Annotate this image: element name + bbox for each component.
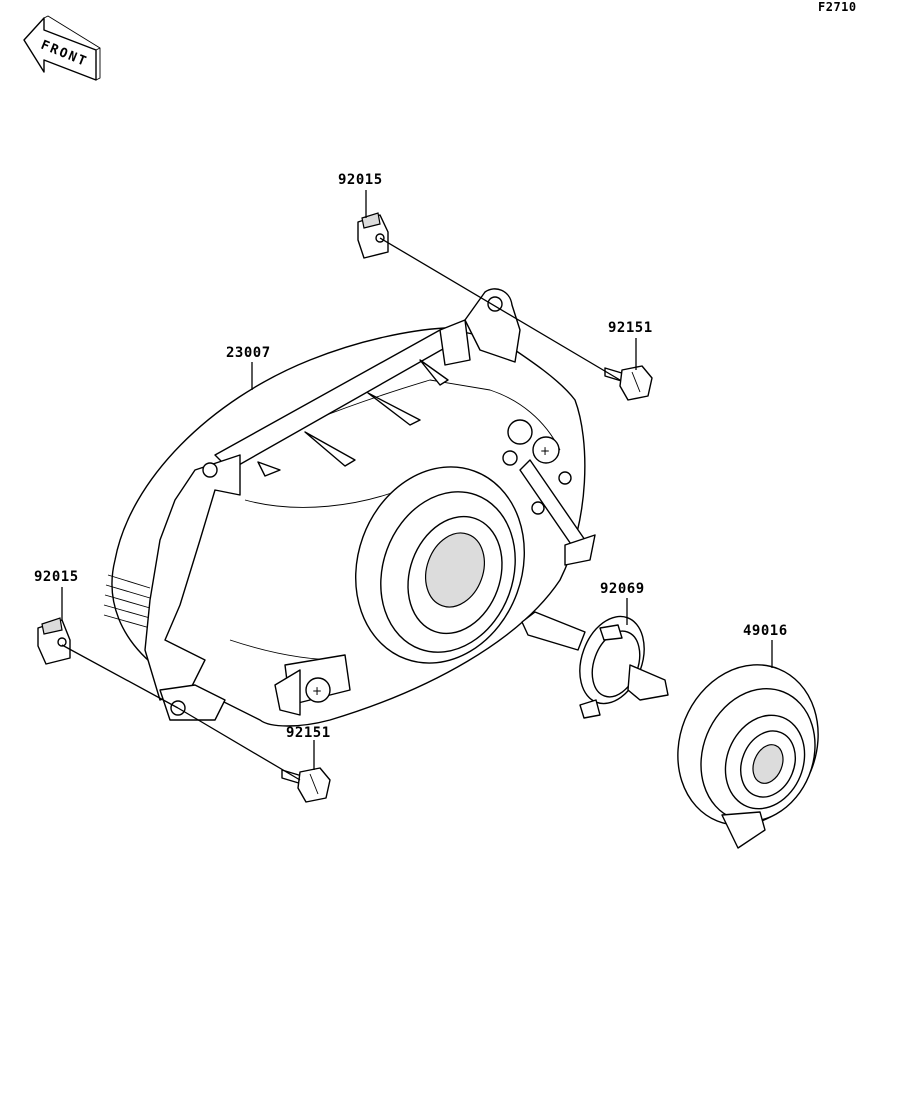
lower-adjuster: + — [274, 654, 351, 716]
callout-92015-left: 92015 — [34, 569, 79, 585]
callout-23007: 23007 — [226, 345, 271, 361]
upper-adjuster: + — [502, 419, 596, 566]
lens-vents — [103, 574, 151, 629]
svg-text:+: + — [540, 444, 550, 458]
callout-92151-bottom: 92151 — [286, 725, 331, 741]
clip-nut-top — [357, 212, 389, 259]
bolt-bottom — [281, 767, 331, 803]
leader-lines — [61, 190, 773, 781]
headlight-assembly: + + — [103, 288, 596, 727]
figure-code: F2710 — [818, 0, 857, 14]
callout-92069: 92069 — [600, 581, 645, 597]
callout-92151-top: 92151 — [608, 320, 653, 336]
front-arrow-icon: FRONT — [23, 15, 101, 81]
callout-49016: 49016 — [743, 623, 788, 639]
callout-92015-top: 92015 — [338, 172, 383, 188]
clip-nut-left — [37, 617, 71, 665]
bulb — [521, 611, 669, 719]
svg-text:+: + — [312, 684, 322, 698]
bolt-top — [604, 365, 653, 401]
dust-cover — [677, 664, 819, 849]
